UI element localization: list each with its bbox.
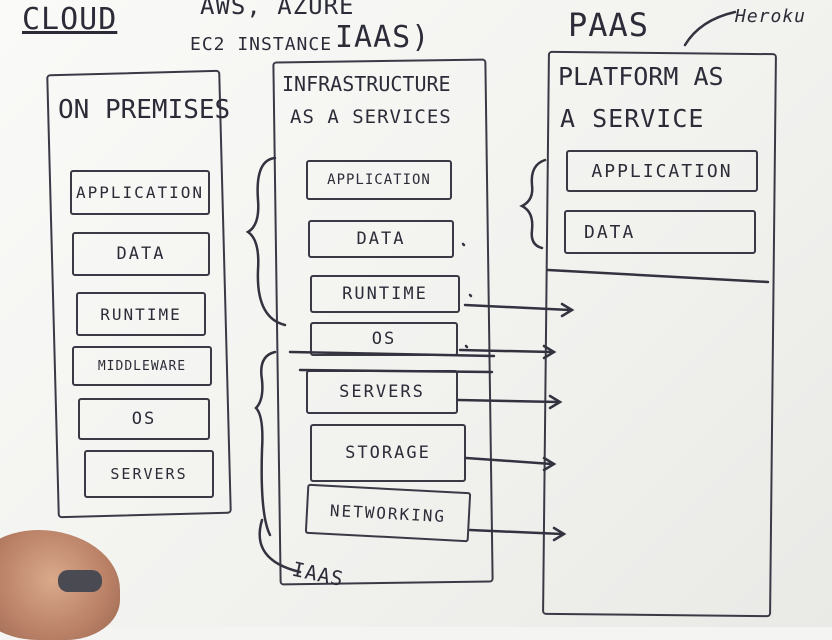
paas-title-line1: PLATFORM AS <box>558 62 724 91</box>
onprem-item-middleware: MIDDLEWARE <box>72 346 212 386</box>
iaas-managed-brace <box>245 156 287 327</box>
cloud-heading: CLOUD <box>22 2 118 37</box>
iaas-heading: IAAS) <box>335 20 431 55</box>
heroku-pointer <box>683 10 737 47</box>
whiteboard <box>0 0 832 627</box>
iaas-divider-line <box>288 350 496 358</box>
iaas-item-application: APPLICATION <box>306 160 452 200</box>
ec2-note: EC2 INSTANCE <box>190 34 333 55</box>
heroku-note: Heroku <box>735 6 807 27</box>
arrow-servers-head <box>548 394 563 410</box>
iaas-item-data: DATA <box>308 220 454 258</box>
dot-data <box>461 242 466 247</box>
iaas-item-storage: STORAGE <box>310 424 466 482</box>
onprem-item-servers: SERVERS <box>84 450 214 498</box>
marker-pen <box>58 570 102 592</box>
arrow-os-head <box>542 344 557 360</box>
iaas-title-line2: AS A SERVICES <box>290 106 452 128</box>
arrow-storage-head <box>542 456 557 472</box>
onprem-item-runtime: RUNTIME <box>76 292 206 336</box>
dot-runtime <box>468 293 473 298</box>
paas-managed-brace <box>519 158 547 250</box>
iaas-title-line1: INFRASTRUCTURE <box>282 72 451 96</box>
onprem-item-os: OS <box>78 398 210 440</box>
arrow-storage <box>464 456 554 466</box>
paas-item-application: APPLICATION <box>566 150 758 192</box>
paas-item-data: DATA <box>564 210 756 254</box>
onprem-item-application: APPLICATION <box>70 170 210 215</box>
iaas-provided-brace <box>254 350 277 537</box>
paas-heading: PAAS <box>568 6 650 44</box>
iaas-divider-line-2 <box>298 368 494 374</box>
providers-note: AWS, AZURE <box>200 0 355 20</box>
arrow-runtime <box>463 303 572 312</box>
paas-divider-line <box>546 268 770 284</box>
diagram-annotations <box>245 10 770 574</box>
arrow-networking <box>468 528 564 536</box>
dot-os <box>464 344 469 349</box>
onprem-item-data: DATA <box>72 232 210 276</box>
iaas-callout-curve <box>258 518 302 574</box>
arrow-os <box>458 348 554 354</box>
arrow-networking-head <box>552 526 567 542</box>
arrow-servers <box>456 398 560 404</box>
arrow-runtime-head <box>560 302 575 318</box>
iaas-item-runtime: RUNTIME <box>310 275 460 313</box>
on-premises-title: ON PREMISES <box>58 95 231 125</box>
paas-title-line2: A SERVICE <box>560 104 705 133</box>
